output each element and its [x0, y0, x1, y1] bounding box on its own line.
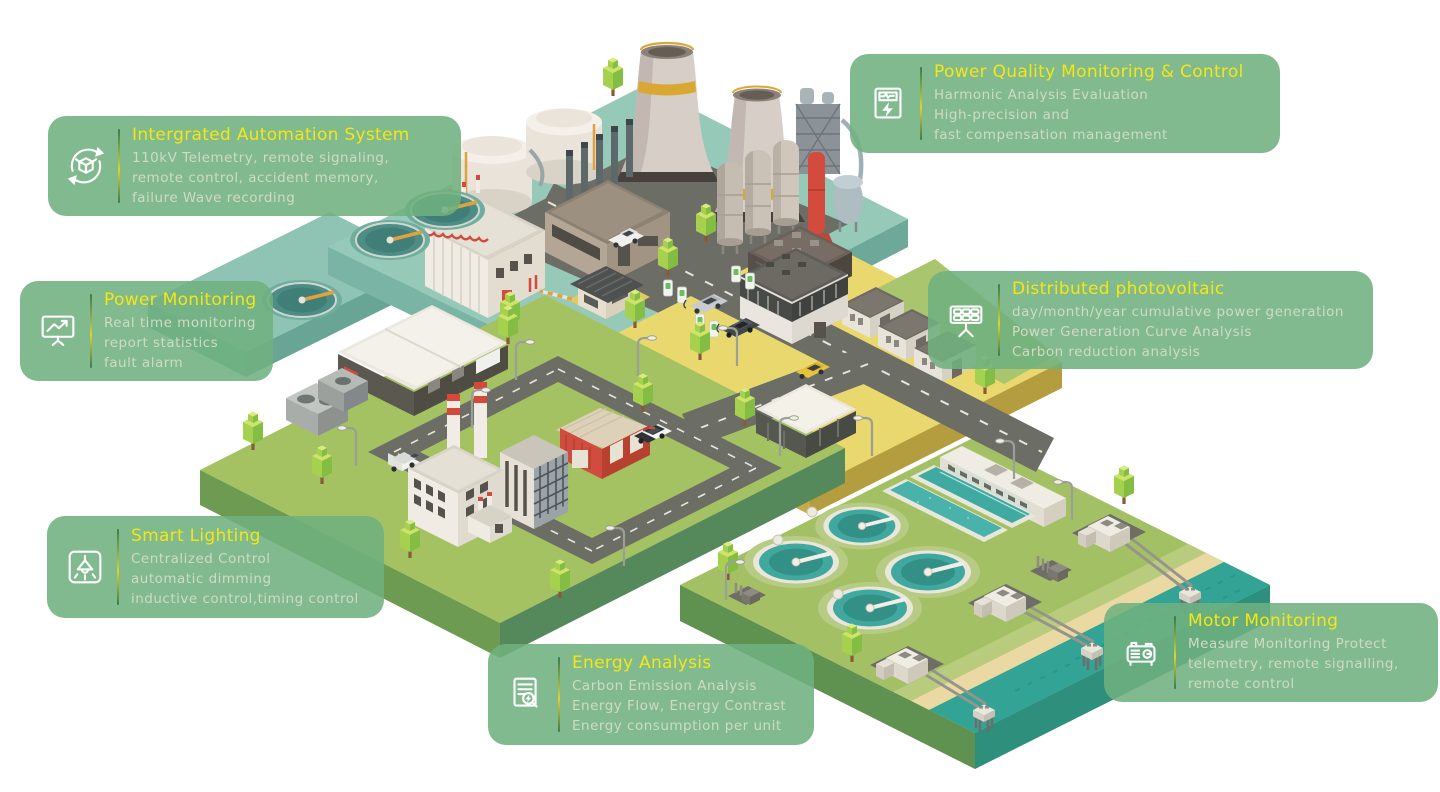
logistics-warehouse — [338, 305, 508, 416]
treatment-pools — [882, 465, 1036, 542]
callout-title: Intergrated Automation System — [132, 124, 410, 145]
callout-line: failure Wave recording — [132, 189, 296, 206]
callout-energy-analysis: Energy Analysis Carbon Emission Analysis… — [488, 644, 814, 745]
gate-house — [539, 266, 650, 319]
callout-title: Smart Lighting — [131, 525, 261, 546]
pickup-truck — [608, 228, 644, 248]
callout-title: Power Quality Monitoring & Control — [934, 62, 1244, 82]
callout-line: Energy Flow, Energy Contrast — [572, 698, 787, 714]
callout-line: Centralized Control — [131, 550, 271, 567]
callout-line: High-precision and — [934, 107, 1070, 123]
storage-dome — [806, 506, 818, 518]
callout-line: Real time monitoring — [104, 314, 256, 331]
red-workshop — [556, 407, 652, 479]
callout-integrated-automation-system: Intergrated Automation System 110kV Tele… — [48, 116, 461, 216]
clarifier-pool — [260, 278, 344, 322]
callout-divider — [558, 657, 560, 732]
callout-line: inductive control,timing control — [131, 590, 359, 607]
storage-tanks — [452, 108, 602, 215]
generator-icon — [1114, 630, 1170, 676]
clarifier-pool — [348, 218, 432, 262]
substation-hut — [468, 492, 512, 543]
camper-van — [388, 452, 420, 472]
callout-power-monitoring: Power Monitoring Real time monitoring re… — [20, 281, 273, 381]
taxi — [796, 361, 830, 379]
callout-line: fault alarm — [104, 354, 184, 371]
tree — [601, 55, 625, 98]
callout-power-quality-monitoring-control: Power Quality Monitoring & Control Harmo… — [850, 54, 1280, 153]
callout-title: Power Monitoring — [104, 289, 257, 310]
solar-panel-icon — [938, 297, 994, 343]
callout-line: Carbon Emission Analysis — [572, 678, 757, 694]
callout-divider — [1174, 616, 1176, 689]
callout-line: telemetry, remote signalling, — [1188, 656, 1399, 672]
power-quality-meter-icon — [860, 81, 916, 127]
callout-motor-monitoring: Motor Monitoring Measure Monitoring Prot… — [1104, 603, 1438, 702]
callout-line: Energy consumption per unit — [572, 718, 782, 734]
callout-title: Motor Monitoring — [1188, 611, 1339, 631]
tree — [1112, 463, 1136, 506]
pendant-lamp-icon — [57, 544, 113, 590]
callout-distributed-photovoltaic: Distributed photovoltaic day/month/year … — [928, 271, 1373, 369]
hvac-units — [286, 368, 368, 436]
callout-line: Carbon reduction analysis — [1012, 343, 1201, 360]
callout-line: report statistics — [104, 334, 219, 351]
ev-charging-station — [663, 265, 760, 338]
callout-line: 110kV Telemetry, remote signaling, — [132, 149, 390, 166]
callout-line: fast compensation management — [934, 127, 1168, 143]
automation-cycle-icon — [58, 143, 114, 189]
callout-divider — [920, 67, 922, 140]
callout-line: remote control, accident memory, — [132, 169, 379, 186]
clarifier — [816, 580, 924, 636]
storage-dome — [832, 588, 844, 600]
report-magnifier-icon — [498, 672, 554, 718]
glass-tower — [447, 382, 569, 529]
boiler-house — [545, 119, 670, 284]
callout-line: automatic dimming — [131, 570, 272, 587]
callout-divider — [998, 284, 1000, 356]
clarifier — [742, 534, 850, 590]
monitor-chart-icon — [30, 308, 86, 354]
callout-title: Energy Analysis — [572, 653, 712, 673]
callout-line: day/month/year cumulative power generati… — [1012, 303, 1344, 320]
callout-divider — [118, 129, 120, 203]
office-building — [740, 248, 848, 344]
callout-line: Harmonic Analysis Evaluation — [934, 87, 1149, 103]
callout-line: Measure Monitoring Protect — [1188, 636, 1387, 652]
callout-title: Distributed photovoltaic — [1012, 278, 1225, 299]
callout-divider — [117, 529, 119, 605]
storage-dome — [772, 534, 784, 546]
callout-divider — [90, 294, 92, 368]
callout-line: Power Generation Curve Analysis — [1012, 323, 1252, 340]
callout-smart-lighting: Smart Lighting Centralized Control autom… — [47, 516, 384, 618]
callout-line: remote control — [1188, 676, 1295, 692]
cooling-tower — [615, 41, 719, 182]
pump-stations — [728, 514, 1203, 734]
police-car — [634, 424, 672, 444]
